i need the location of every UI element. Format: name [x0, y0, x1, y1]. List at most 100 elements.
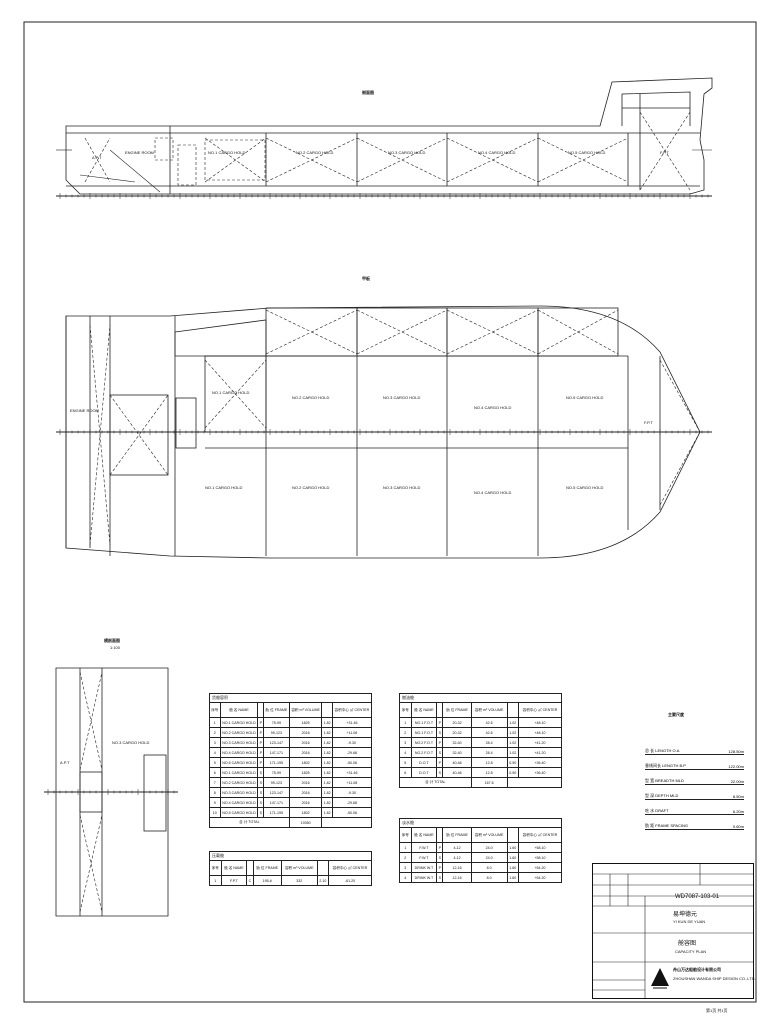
- main-dim-label: 型 深 DEPTH MLD: [645, 793, 679, 798]
- table-cell: NO.4 CARGO HOLD: [219, 797, 259, 808]
- ballast-table-title: 压载舱: [209, 851, 372, 860]
- main-dim-value: 128.50m: [728, 749, 744, 754]
- page-footer-note: 第1页 共1页: [706, 1008, 728, 1013]
- table-cell: +54.20: [517, 862, 563, 873]
- table-cell: 4: [209, 747, 221, 758]
- table-cell: 1.82: [321, 767, 333, 778]
- table-cell: 99-123: [263, 777, 290, 788]
- table-cell: 75-99: [263, 717, 290, 728]
- table-cell: +58.10: [517, 842, 563, 853]
- table-header-cell: 舱 名 NAME: [410, 827, 438, 843]
- table-cell: 1.82: [321, 777, 333, 788]
- table-cell: -9.30: [331, 787, 373, 798]
- table-cell: NO.1 F.O.T: [410, 727, 438, 738]
- table-cell: 2016: [288, 797, 323, 808]
- table-cell: 40-46: [442, 757, 472, 768]
- table-cell: 1.82: [321, 727, 333, 738]
- table-cell: 2016: [288, 727, 323, 738]
- company-logo-icon: [651, 968, 669, 989]
- table-header-cell: [321, 702, 333, 718]
- table-cell: 1: [209, 875, 222, 886]
- table-cell: 2016: [288, 777, 323, 788]
- table-header-cell: 容积中心 ㎡ CENTER: [517, 827, 563, 843]
- table-cell: 40-46: [442, 767, 472, 778]
- table-cell: 3: [399, 737, 412, 748]
- table-cell: 19350: [288, 817, 323, 828]
- profile-view: [56, 77, 713, 197]
- table-cell: 4-12: [442, 852, 472, 863]
- table-header-cell: 序号: [209, 702, 221, 718]
- main-dim-label: 吃 水 DRAFT: [645, 808, 669, 813]
- table-cell: -29.68: [331, 747, 373, 758]
- main-dim-value: 6.20m: [732, 809, 744, 814]
- table-cell: NO.3 CARGO HOLD: [219, 787, 259, 798]
- table-header-cell: [506, 702, 519, 718]
- table-cell: 1.82: [321, 737, 333, 748]
- sheet-border: [23, 21, 757, 1003]
- table-cell: -50.06: [331, 757, 373, 768]
- table-cell: 0.90: [506, 767, 519, 778]
- table-cell: 2016: [288, 787, 323, 798]
- drawing-number: WD7087-103-01: [675, 894, 720, 900]
- table-cell: 75-99: [263, 767, 290, 778]
- table-cell: 24.0: [470, 842, 508, 853]
- table-cell: 1.82: [321, 747, 333, 758]
- table-cell: F.P.T: [220, 875, 248, 886]
- table-cell: 12.8: [470, 767, 508, 778]
- table-header-cell: 容积中心 ㎡ CENTER: [331, 702, 373, 718]
- fuel-oil-table-title: 燃油舱: [399, 693, 562, 702]
- profile-fore-peak-label: F.P.T: [660, 150, 669, 155]
- table-cell: [321, 817, 372, 828]
- table-cell: 12.8: [470, 757, 508, 768]
- table-cell: 28.4: [470, 737, 508, 748]
- table-cell: NO.1 CARGO HOLD: [219, 717, 259, 728]
- table-cell: +31.46: [331, 717, 373, 728]
- table-cell: 1802: [288, 807, 323, 818]
- table-cell: NO.2 F.O.T: [410, 737, 438, 748]
- deck-hold-label-2s: NO.2 CARGO HOLD: [292, 485, 330, 490]
- deck-hold-label-5: NO.5 CARGO HOLD: [566, 395, 604, 400]
- table-cell: 24.0: [470, 852, 508, 863]
- main-dim-label: 肋 距 FRAME SPACING: [645, 823, 689, 828]
- ship-name-en: YI KUN DE YUAN: [673, 919, 706, 924]
- profile-hold-label-2: NO.2 CARGO HOLD: [296, 150, 334, 155]
- deck-hold-label-3s: NO.3 CARGO HOLD: [383, 485, 421, 490]
- table-cell: NO.1 F.O.T: [410, 717, 438, 728]
- table-cell: +11.08: [331, 727, 373, 738]
- main-dim-row: 总 长 LENGTH O.A 128.50m: [645, 740, 744, 755]
- table-cell: 1.82: [321, 757, 333, 768]
- profile-hold-label-4: NO.4 CARGO HOLD: [478, 150, 516, 155]
- company-name-en: ZHOUSHAN WANDA SHIP DESIGN CO.,LTD.: [673, 976, 756, 981]
- main-dims-title: 主要尺度: [668, 712, 684, 717]
- table-cell: 1802: [288, 757, 323, 768]
- table-cell: 1: [399, 717, 412, 728]
- table-cell: 42.6: [470, 727, 508, 738]
- table-header-cell: 肋 位 FRAME: [442, 702, 472, 718]
- table-cell: 1.02: [506, 747, 519, 758]
- table-cell: 3: [399, 862, 412, 873]
- table-cell: 7: [209, 777, 221, 788]
- table-cell: NO.5 CARGO HOLD: [219, 807, 259, 818]
- table-header-cell: 序号: [399, 702, 412, 718]
- table-cell: [506, 777, 563, 788]
- table-header-cell: 舱 名 NAME: [220, 860, 248, 876]
- main-dim-label: 总 长 LENGTH O.A: [645, 748, 680, 753]
- table-cell: 1.60: [506, 872, 519, 883]
- profile-engine-room-label: ENGINE ROOM: [125, 150, 154, 155]
- table-cell: S: [436, 872, 444, 883]
- drawing-title-en: CAPACITY PLAN: [675, 949, 707, 954]
- fresh-water-table-title: 淡水舱: [399, 818, 562, 827]
- table-cell: 1: [209, 717, 221, 728]
- table-cell: NO.3 CARGO HOLD: [219, 737, 259, 748]
- main-dim-value: 22.00m: [730, 779, 744, 784]
- table-cell: 2.10: [316, 875, 330, 886]
- table-header-cell: 容积中心 ㎡ CENTER: [517, 702, 563, 718]
